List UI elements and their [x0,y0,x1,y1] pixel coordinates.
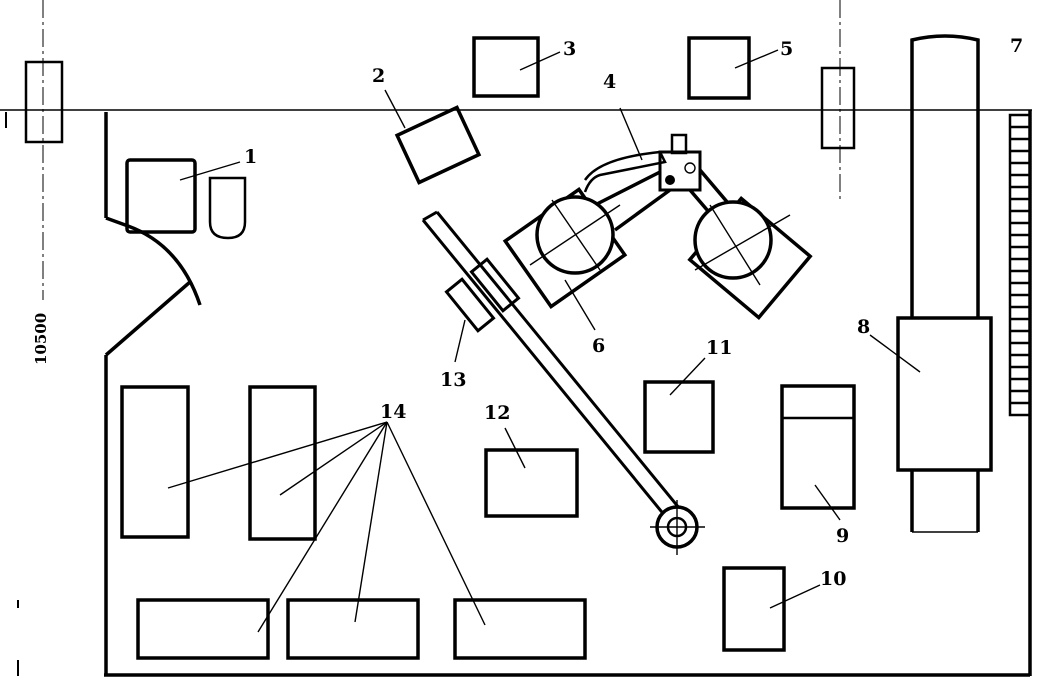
equipment-8-conveyor [869,34,993,533]
equipment-4-6-robot-cell [502,107,813,331]
label-7: 7 [1010,35,1023,57]
equipment-13-rail [421,210,705,555]
label-13: 13 [440,369,466,391]
columns [5,0,856,676]
label-11: 11 [706,337,732,359]
label-4: 4 [603,71,616,93]
equipment-2 [384,89,482,185]
equipment-1 [125,158,247,240]
label-6: 6 [592,335,605,357]
equipment-11 [643,357,715,454]
label-8: 8 [857,316,870,338]
label-5: 5 [780,38,793,60]
equipment-5 [687,36,779,100]
label-10: 10 [820,568,846,590]
label-3: 3 [563,38,576,60]
equipment-3 [472,36,561,98]
label-9: 9 [836,525,849,547]
label-2: 2 [372,65,385,87]
equipment-9 [780,384,856,521]
dimension-label: 10500 [32,313,50,365]
equipment-14-group [120,385,587,660]
equipment-10 [722,566,821,652]
label-14: 14 [380,401,406,423]
label-12: 12 [484,402,510,424]
equipment-12 [484,427,579,518]
walls [0,109,1032,677]
equipment-7-ladder [1008,113,1032,417]
label-1: 1 [244,146,257,168]
